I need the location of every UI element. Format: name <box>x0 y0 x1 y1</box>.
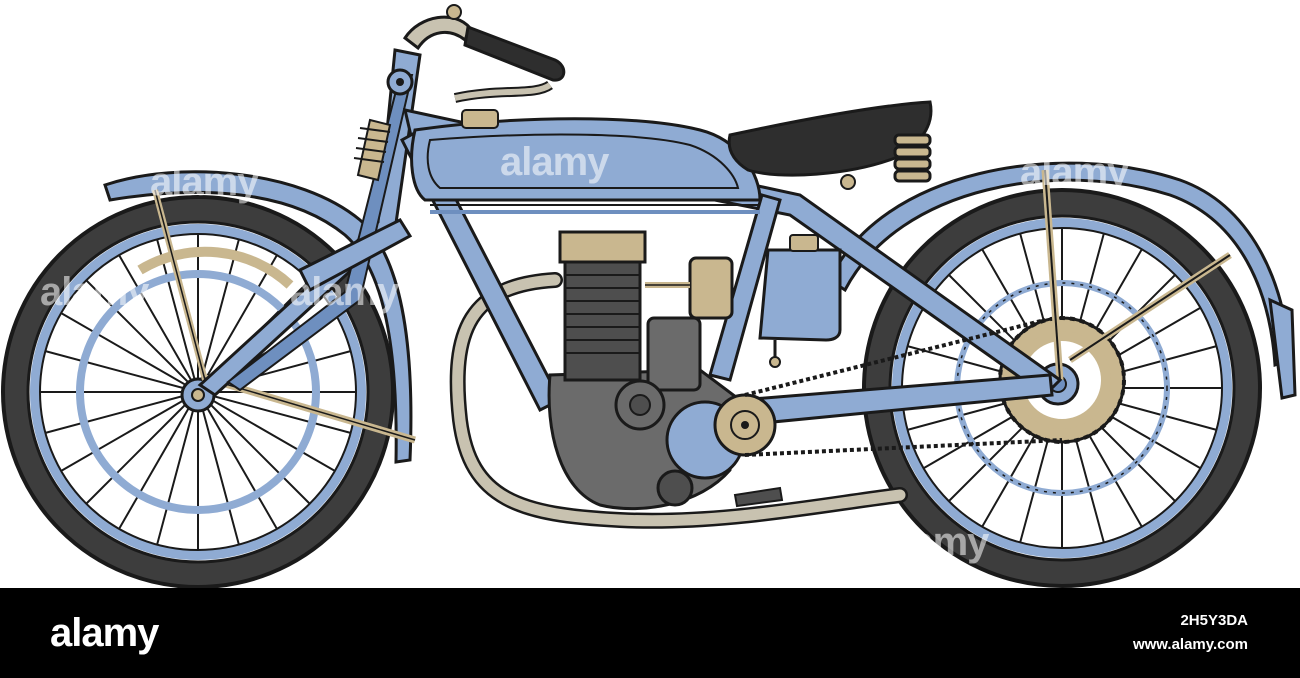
oil-tank <box>758 234 842 368</box>
image-id: 2H5Y3DA <box>1180 612 1248 629</box>
seat <box>727 100 933 190</box>
fuel-tank <box>410 109 762 214</box>
footer-meta: 2H5Y3DA www.alamy.com <box>1133 609 1248 657</box>
front-wheel <box>1 195 395 588</box>
engine <box>547 230 742 511</box>
drive-chain <box>744 318 1063 457</box>
handlebars <box>402 4 566 103</box>
site-url: www.alamy.com <box>1132 636 1248 653</box>
clutch-cover <box>665 393 777 480</box>
footer-bar: alamy 2H5Y3DA www.alamy.com <box>0 588 1300 678</box>
foot-peg <box>733 486 784 508</box>
front-fender <box>103 170 413 464</box>
motorcycle-illustration <box>1 4 1297 588</box>
alamy-logo: alamy <box>50 610 159 655</box>
